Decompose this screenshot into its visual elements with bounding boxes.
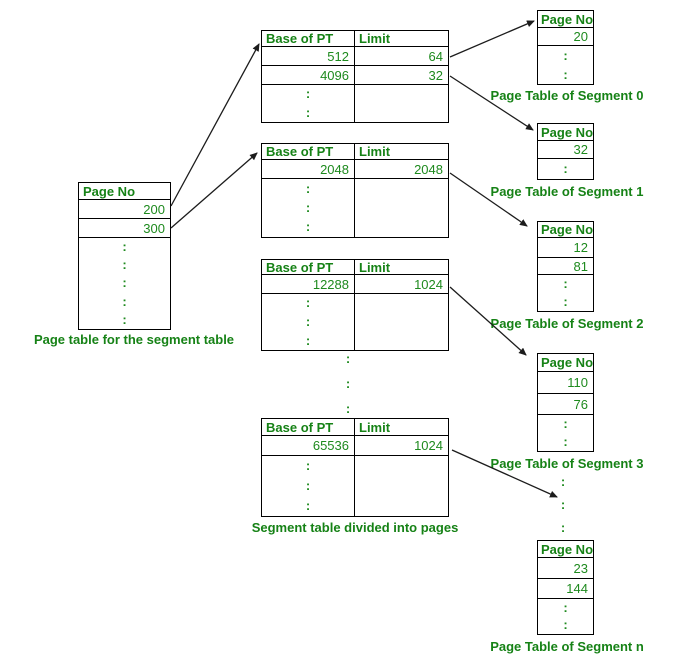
ellipsis: : (563, 599, 568, 615)
page-no-header: Page No (538, 222, 593, 238)
base-value: 2048 (262, 160, 355, 178)
ellipsis: : (305, 86, 311, 102)
table-row: 110 (538, 372, 593, 394)
limit-value: 1024 (414, 276, 443, 292)
page-no-header: Page No (538, 124, 593, 141)
base-value: 65536 (262, 436, 355, 455)
table-row: 20 (538, 28, 593, 46)
segment-table-page-1: Base of PT Limit 2048 2048 : : : (261, 143, 449, 238)
ellipsis: : (345, 351, 351, 366)
arrow-300-to-segment-page-1 (170, 152, 258, 229)
page-table-segment-3: Page No 110 76 : : (537, 353, 594, 452)
table-row: 144 (538, 579, 593, 599)
ellipsis: : (563, 617, 568, 633)
limit-value: 1024 (414, 438, 443, 453)
ellipsis: : (563, 416, 568, 431)
limit-header: Limit (359, 31, 391, 46)
ellipsis: : (305, 104, 311, 120)
page-table-caption-0: Page Table of Segment 0 (490, 88, 644, 103)
ellipsis: : (563, 434, 568, 449)
page-no-header: Page No (538, 11, 593, 28)
page-table-segment-0: Page No 20 : : (537, 10, 594, 85)
arrow-limit64-to-page-table-0 (449, 20, 535, 58)
page-table-segment-1: Page No 32 : (537, 123, 594, 180)
page-table-segment-2: Page No 12 81 : : (537, 221, 594, 312)
ellipsis: : (122, 275, 127, 291)
arrow-200-to-segment-page-0 (170, 43, 260, 207)
table-row: 76 (538, 394, 593, 415)
limit-header: Limit (359, 259, 391, 275)
ellipsis: : (122, 311, 127, 327)
table-row: 12 (538, 238, 593, 258)
ellipsis: : (560, 520, 566, 535)
base-value: 4096 (262, 66, 355, 84)
ellipsis-dots: : : (538, 415, 593, 451)
ellipsis-dots: : : : (262, 179, 448, 237)
table-row: 32 (538, 141, 593, 159)
ellipsis: : (122, 293, 127, 309)
base-value: 12288 (262, 275, 355, 293)
ellipsis-dots: : : : (262, 456, 448, 516)
ellipsis: : (305, 180, 311, 196)
table-row: 200 (79, 200, 170, 219)
table-row: 23 (538, 558, 593, 579)
ellipsis-dots: : : (538, 46, 593, 84)
ellipsis: : (122, 257, 127, 273)
ellipsis: : (305, 498, 311, 513)
base-of-pt-header: Base of PT (262, 419, 355, 435)
base-value: 512 (262, 47, 355, 65)
ellipsis: : (563, 276, 568, 291)
ellipsis: : (305, 332, 311, 348)
page-table-caption-n: Page Table of Segment n (490, 639, 644, 654)
segment-table-caption: Segment table divided into pages (251, 520, 459, 535)
ellipsis: : (305, 199, 311, 215)
page-no-header: Page No (538, 541, 593, 558)
page-table-caption-2: Page Table of Segment 2 (490, 316, 644, 331)
table-row: 81 (538, 258, 593, 275)
left-table-caption: Page table for the segment table (33, 332, 235, 347)
segment-table-page-3: Base of PT Limit 65536 1024 : : : (261, 418, 449, 517)
base-of-pt-header: Base of PT (262, 260, 355, 275)
ellipsis: : (305, 295, 311, 311)
ellipsis: : (345, 376, 351, 391)
base-of-pt-header: Base of PT (262, 144, 355, 159)
ellipsis-dots: : : : (340, 351, 356, 416)
ellipsis: : (345, 401, 351, 416)
table-row: 300 (79, 219, 170, 238)
ellipsis-dots: : : (262, 85, 448, 122)
segment-table-page-0: Base of PT Limit 512 64 4096 32 : : (261, 30, 449, 123)
page-table-caption-1: Page Table of Segment 1 (490, 184, 644, 199)
ellipsis: : (563, 47, 568, 63)
ellipsis: : (305, 478, 311, 493)
arrow-limit2048-to-page-table-2 (449, 172, 528, 227)
page-table-segment-n: Page No 23 144 : : (537, 540, 594, 635)
ellipsis: : (563, 161, 568, 176)
ellipsis-dots: : : : : : (79, 238, 170, 329)
ellipsis: : (305, 458, 311, 473)
page-table-for-segment-table: Page No 200 300 : : : : : (78, 182, 171, 330)
limit-value: 64 (428, 48, 443, 64)
ellipsis-dots: : (538, 159, 593, 179)
base-of-pt-header: Base of PT (262, 31, 355, 46)
page-table-caption-3: Page Table of Segment 3 (490, 456, 644, 471)
ellipsis: : (305, 219, 311, 235)
ellipsis: : (122, 239, 127, 255)
page-no-header: Page No (79, 183, 170, 200)
limit-value: 2048 (414, 161, 443, 177)
ellipsis-dots: : : (538, 275, 593, 311)
ellipsis: : (560, 474, 566, 489)
arrow-limit32-to-page-table-1 (449, 75, 534, 131)
ellipsis-dots: : : (538, 599, 593, 634)
ellipsis: : (305, 313, 311, 329)
limit-header: Limit (359, 144, 391, 159)
ellipsis: : (563, 66, 568, 82)
ellipsis: : (563, 294, 568, 309)
limit-value: 32 (428, 67, 443, 83)
page-no-header: Page No (538, 354, 593, 372)
segment-table-page-2: Base of PT Limit 12288 1024 : : : (261, 259, 449, 351)
limit-header: Limit (359, 419, 391, 435)
ellipsis: : (560, 497, 566, 512)
ellipsis-dots: : : : (555, 474, 571, 535)
ellipsis-dots: : : : (262, 294, 448, 350)
